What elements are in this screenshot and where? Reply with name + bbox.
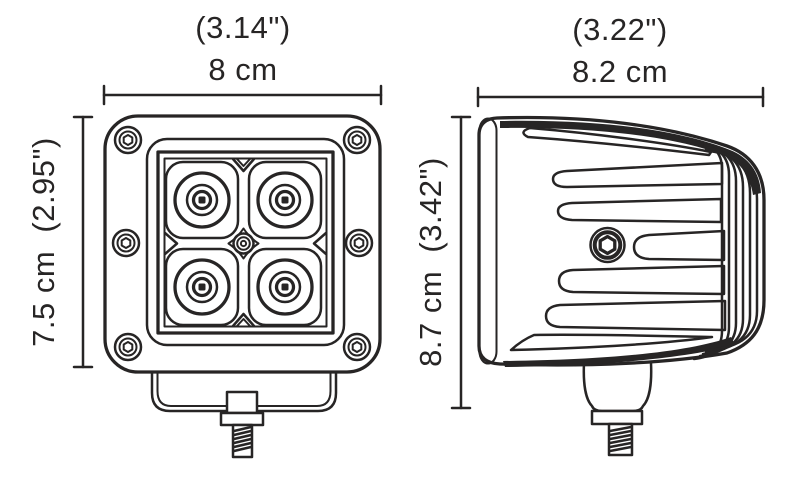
cooling-grooves bbox=[544, 161, 727, 332]
front-housing bbox=[103, 114, 382, 374]
front-width-dimension bbox=[102, 84, 383, 106]
front-view bbox=[103, 114, 382, 459]
cooling-groove bbox=[557, 264, 726, 296]
hex-bolt-icon bbox=[589, 226, 626, 264]
side-lens-bezel bbox=[478, 117, 498, 365]
side-height-label: 8.7 cm (3.42") bbox=[413, 157, 448, 367]
dimension-lines bbox=[72, 84, 765, 410]
front-mounting-stud bbox=[219, 390, 265, 459]
top-face-band bbox=[500, 120, 761, 195]
screw-icon bbox=[342, 125, 372, 155]
screw-icon bbox=[344, 228, 374, 258]
frame-chevrons bbox=[163, 157, 328, 328]
bottom-face-band bbox=[503, 337, 735, 367]
screw-icon bbox=[342, 332, 372, 362]
thread-lines bbox=[232, 425, 253, 453]
front-bezel bbox=[145, 137, 346, 347]
side-mounting-stud bbox=[590, 409, 644, 457]
cooling-groove bbox=[632, 229, 726, 262]
led-array bbox=[164, 160, 323, 327]
side-height-dimension bbox=[450, 115, 472, 410]
bottom-wedge bbox=[509, 333, 714, 352]
screw-icon bbox=[113, 125, 143, 155]
side-width-inches-label: (3.22") bbox=[572, 12, 668, 47]
cooling-groove bbox=[544, 299, 727, 332]
thread-lines bbox=[608, 425, 633, 453]
mounting-screws bbox=[111, 125, 374, 362]
side-mounting-bracket bbox=[582, 361, 653, 413]
cooling-groove bbox=[556, 197, 723, 224]
led-frame bbox=[156, 150, 335, 335]
front-height-label: 7.5 cm (2.95") bbox=[26, 137, 61, 347]
front-height-dimension bbox=[72, 115, 94, 369]
front-width-cm-label: 8 cm bbox=[208, 52, 278, 87]
top-wedge bbox=[522, 126, 713, 157]
screw-icon bbox=[111, 228, 141, 258]
side-width-cm-label: 8.2 cm bbox=[571, 54, 669, 89]
led-emitter bbox=[164, 247, 240, 327]
side-width-dimension bbox=[476, 86, 765, 108]
front-width-inches-label: (3.14") bbox=[195, 10, 291, 45]
heatsink-fins bbox=[692, 139, 759, 361]
led-emitter bbox=[247, 160, 323, 240]
center-screw-icon bbox=[227, 227, 260, 260]
cooling-groove bbox=[551, 161, 724, 189]
fin-line bbox=[707, 149, 759, 352]
side-view bbox=[477, 115, 766, 457]
led-emitter bbox=[247, 247, 323, 327]
led-emitter bbox=[164, 160, 240, 240]
screw-icon bbox=[113, 332, 143, 362]
